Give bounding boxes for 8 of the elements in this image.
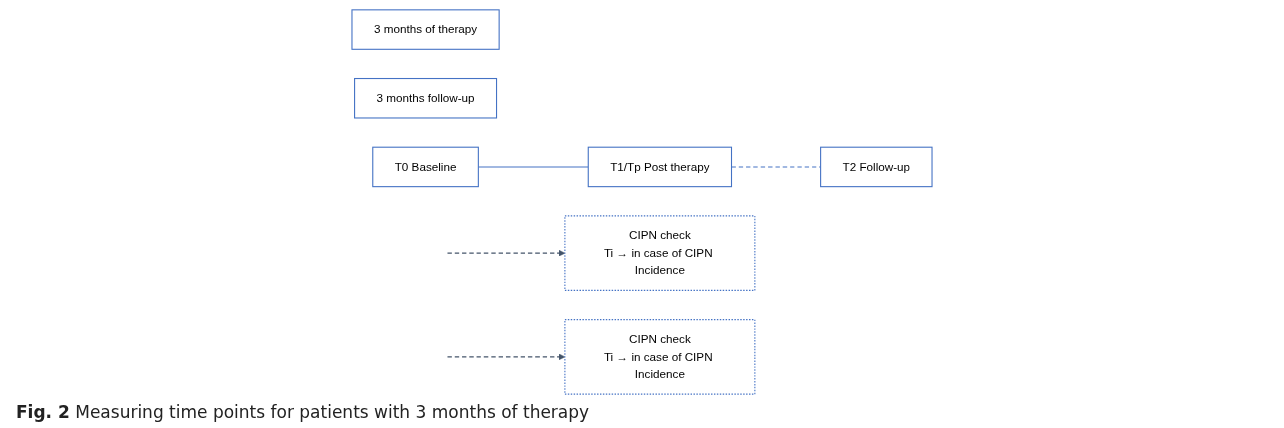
node-box: CIPN check Ti → in case of CIPN Incidence [564, 319, 756, 395]
node-box: T0 Baseline [372, 146, 479, 188]
node-box: T1/Tp Post therapy [587, 146, 733, 188]
node-box: 3 months of therapy [351, 9, 500, 50]
node-box: 3 months follow-up [354, 77, 498, 119]
figure-caption: Fig. 2 Measuring time points for patients with 3 months of therapy [15, 401, 591, 424]
node-box: T2 Follow-up [820, 146, 933, 188]
node-box: CIPN check Ti → in case of CIPN Incidence [564, 215, 756, 291]
